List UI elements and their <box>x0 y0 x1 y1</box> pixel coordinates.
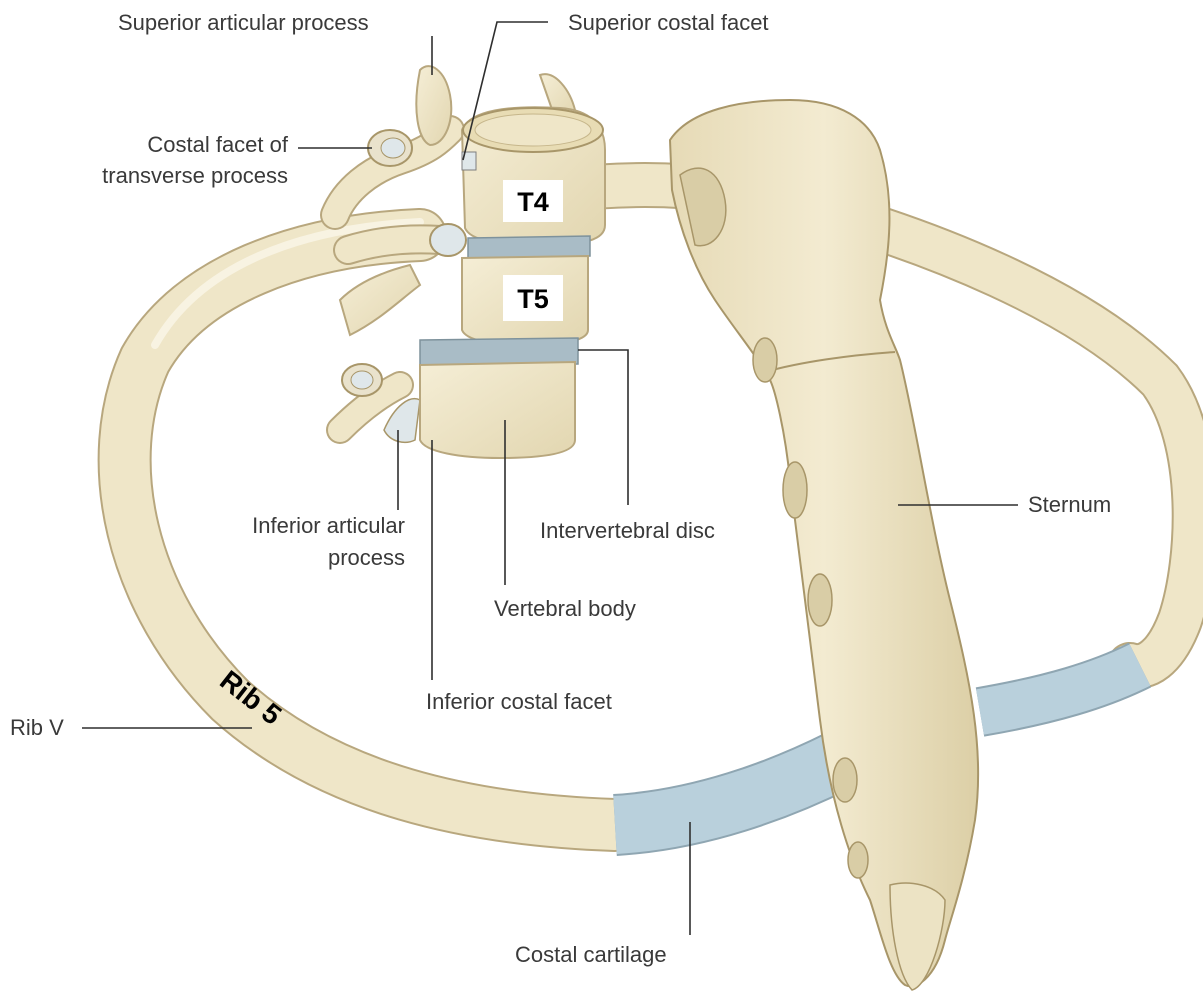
tag-t4-text: T4 <box>517 187 549 217</box>
tag-t4: T4 <box>503 180 563 222</box>
leader-intervertebral-disc <box>578 350 628 505</box>
label-rib-v: Rib V <box>10 715 64 740</box>
label-intervertebral-disc: Intervertebral disc <box>540 518 715 543</box>
intervertebral-disc-t4-t5 <box>468 236 590 258</box>
label-costal-cartilage: Costal cartilage <box>515 942 667 967</box>
costal-cartilage-left <box>615 760 840 825</box>
label-sternum: Sternum <box>1028 492 1111 517</box>
vertebra-t6 <box>340 362 575 458</box>
tag-t5: T5 <box>503 275 563 321</box>
label-inferior-articular-line1: Inferior articular <box>252 513 405 538</box>
label-inferior-costal-facet: Inferior costal facet <box>426 689 612 714</box>
label-superior-articular-process: Superior articular process <box>118 10 369 35</box>
label-superior-costal-facet: Superior costal facet <box>568 10 769 35</box>
label-costal-facet-line1: Costal facet of <box>147 132 289 157</box>
costal-cartilage-right <box>980 665 1140 712</box>
label-vertebral-body: Vertebral body <box>494 596 636 621</box>
label-inferior-articular-line2: process <box>328 545 405 570</box>
label-costal-facet-line2: transverse process <box>102 163 288 188</box>
tag-t5-text: T5 <box>517 284 549 314</box>
